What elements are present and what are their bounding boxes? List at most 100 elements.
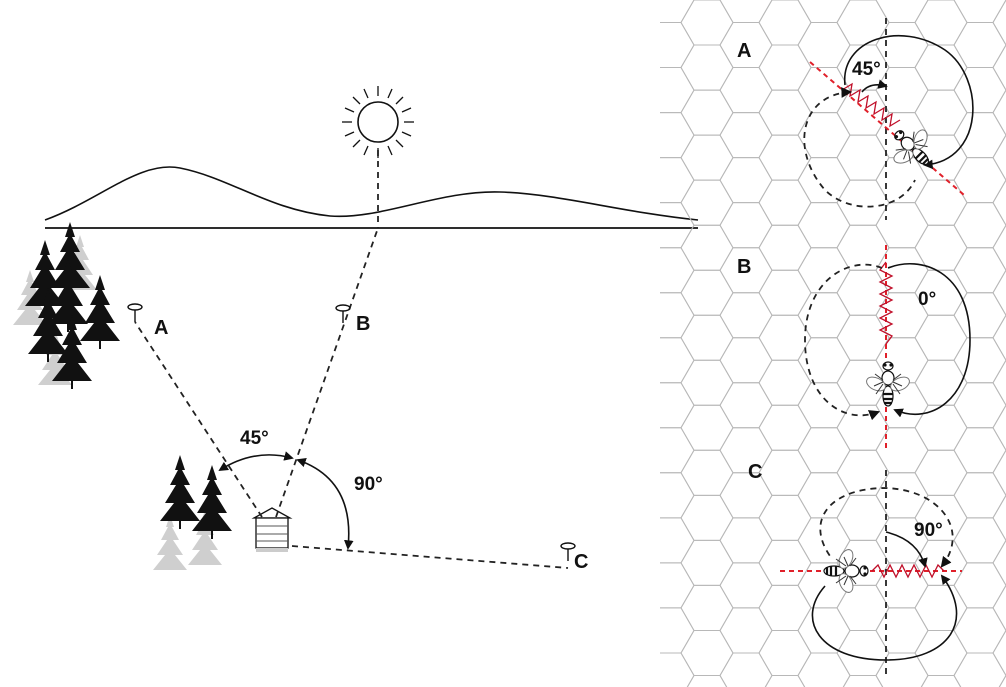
- honeycomb-cell: [992, 404, 1006, 451]
- honeycomb-cell: [998, 675, 1006, 687]
- angle-arc-C: [885, 531, 928, 568]
- honeycomb-cell: [660, 247, 695, 294]
- honeycomb-cell: [992, 44, 1006, 91]
- honeycomb-cell: [875, 22, 929, 68]
- return-loop-B-dashed: [804, 263, 883, 421]
- honeycomb-cell: [875, 427, 929, 474]
- honeycomb-cell: [797, 247, 851, 294]
- hills-outline: [44, 166, 699, 221]
- honeycomb-cell: [758, 494, 812, 541]
- honeycomb-cell: [914, 179, 968, 226]
- honeycomb-cell: [875, 247, 929, 294]
- honeycomb-cell: [758, 539, 812, 586]
- honeycomb-cell: [660, 562, 695, 609]
- landscape-scene: A B C 45° 90°: [13, 86, 699, 573]
- honeycomb-cell: [836, 179, 890, 226]
- honeycomb-cell: [953, 607, 1006, 654]
- honeycomb-cell: [758, 314, 812, 361]
- honeycomb-cell: [875, 472, 929, 519]
- honeycomb-cell: [758, 0, 812, 46]
- honeycomb-cell: [758, 269, 812, 316]
- honeycomb-cell: [914, 314, 968, 361]
- return-loop-C-solid: [811, 574, 958, 661]
- honeycomb-cell: [797, 472, 851, 519]
- honeycomb-cell: [875, 562, 929, 609]
- honeycomb-cell: [758, 179, 812, 226]
- honeycomb-cell: [680, 224, 734, 271]
- honeycomb-cell: [680, 630, 734, 676]
- honeycomb-cell: [680, 89, 734, 136]
- honeycomb-cell: [660, 607, 695, 654]
- honeycomb-cell: [875, 652, 929, 687]
- honeycomb-cell: [719, 517, 773, 564]
- honeycomb-cell: [660, 22, 695, 68]
- waggle-run-B: [878, 261, 894, 345]
- honeycomb-cell: [953, 562, 1006, 609]
- honeycomb-cell: [680, 404, 734, 451]
- honeycomb-cell: [797, 607, 851, 654]
- dance-panel-C: C 90°: [748, 461, 962, 676]
- honeycomb-cell: [680, 314, 734, 361]
- honeycomb-cell: [719, 112, 773, 159]
- honeycomb-cell: [797, 382, 851, 429]
- honeycomb-cell: [660, 157, 695, 204]
- angle-90-arc: [296, 458, 354, 550]
- honeycomb-cell: [680, 0, 734, 46]
- honeycomb-cell: [680, 44, 734, 91]
- honeycomb-cell: [836, 449, 890, 496]
- honeycomb-cell: [660, 382, 695, 429]
- forest-icon: [13, 221, 121, 390]
- honeycomb-cell: [914, 404, 968, 451]
- honeycomb-panel: A 45° B 0° C: [660, 0, 1006, 687]
- honeycomb-cell: [719, 382, 773, 429]
- honeycomb-cell: [719, 472, 773, 519]
- path-hive-to-A: [134, 321, 263, 518]
- beehive-icon: [251, 507, 293, 552]
- honeycomb-cell: [836, 89, 890, 136]
- honeycomb-cell: [992, 630, 1006, 676]
- honeycomb-cell: [758, 224, 812, 271]
- honeycomb-cell: [719, 0, 773, 23]
- honeycomb-cell: [719, 607, 773, 654]
- dance-A-angle: 45°: [852, 59, 881, 80]
- honeycomb-cell: [719, 652, 773, 687]
- honeycomb-cell: [836, 134, 890, 181]
- honeycomb-cell: [719, 292, 773, 339]
- feeder-B-label: B: [356, 313, 370, 335]
- trees-near-hive-icon: [153, 454, 233, 570]
- angle-90-label: 90°: [354, 474, 383, 495]
- honeycomb-cell: [660, 67, 695, 114]
- honeycomb-cell: [797, 0, 851, 23]
- honeycomb-cell: [719, 202, 773, 249]
- honeycomb-cell: [992, 134, 1006, 181]
- honeycomb-cell: [797, 202, 851, 249]
- return-loop-A-solid: [844, 34, 974, 170]
- feeder-C-label: C: [574, 551, 588, 573]
- dance-B-angle: 0°: [918, 289, 936, 310]
- dance-axis-A: [809, 61, 965, 196]
- honeycomb-cell: [992, 539, 1006, 586]
- honeycomb-cell: [797, 157, 851, 204]
- honeycomb-cell: [680, 539, 734, 586]
- honeycomb-cell: [992, 269, 1006, 316]
- feeder-A-label: A: [154, 317, 168, 339]
- bee-B-icon: [863, 360, 913, 408]
- honeycomb-cell: [719, 427, 773, 474]
- honeycomb-cell: [992, 494, 1006, 541]
- honeycomb-cell: [797, 652, 851, 687]
- honeycomb-cell: [758, 44, 812, 91]
- return-loop-C-dashed: [819, 487, 954, 568]
- angle-45-label: 45°: [240, 428, 269, 449]
- honeycomb-cell: [719, 337, 773, 384]
- dance-panel-B: B 0°: [737, 245, 971, 450]
- honeycomb-cell: [914, 584, 968, 631]
- honeycomb-cell: [914, 539, 968, 586]
- honeycomb-cell: [680, 269, 734, 316]
- honeycomb-cell: [660, 337, 695, 384]
- honeycomb-cell: [953, 427, 1006, 474]
- bee-C-icon: [822, 546, 870, 596]
- honeycomb-cell: [660, 427, 695, 474]
- honeycomb-cell: [719, 562, 773, 609]
- honeycomb-cell: [914, 630, 968, 676]
